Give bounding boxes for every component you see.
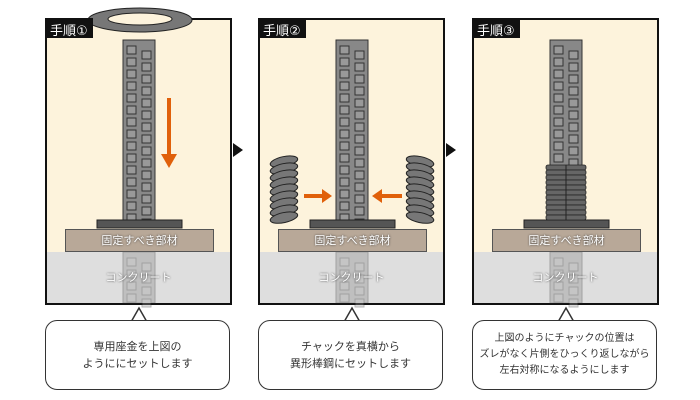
step-panel-1: 手順① コンクリート 固定すべき部材 <box>45 7 232 308</box>
instruction-bubble: チャックを真横から異形棒鋼にセットします <box>258 320 443 390</box>
right-arrow-icon <box>304 189 332 203</box>
washer <box>87 7 193 33</box>
note-line: 異形棒鋼にセットします <box>290 357 411 370</box>
rebar <box>122 251 156 308</box>
step-label: 手順① <box>45 18 93 39</box>
rebar <box>122 39 156 229</box>
diagram <box>269 39 435 308</box>
note-line: 上図のようにチャックの位置は <box>494 333 635 344</box>
chuck <box>269 155 299 224</box>
step-panel-3: 手順③ コンクリート 固定すべき部材 <box>472 18 659 308</box>
concrete-label: コンクリート <box>105 271 172 284</box>
step-label: 手順② <box>258 18 306 39</box>
rebar <box>335 39 369 229</box>
note-line: 専用座金を上図の <box>93 340 182 353</box>
member-label: 固定すべき部材 <box>65 229 214 252</box>
next-step-arrow-icon <box>233 143 243 157</box>
diagram <box>87 7 193 308</box>
step-panel-2: 手順② コンクリート 固定すべき部材 <box>258 18 445 308</box>
rebar <box>549 251 583 308</box>
concrete-layer: コンクリート <box>474 252 657 303</box>
concrete-label: コンクリート <box>318 271 385 284</box>
next-step-arrow-icon <box>446 143 456 157</box>
left-arrow-icon <box>372 189 402 203</box>
note-line: ようににセットします <box>82 357 193 370</box>
member-label: 固定すべき部材 <box>278 229 427 252</box>
base-plate <box>523 219 610 229</box>
note-line: 左右対称になるようにします <box>499 365 630 376</box>
concrete-label: コンクリート <box>532 271 599 284</box>
rebar <box>335 251 369 308</box>
base-plate <box>309 219 396 229</box>
step-label: 手順③ <box>472 18 520 39</box>
base-plate <box>96 219 183 229</box>
note-line: ズレがなく片側をひっくり返しながら <box>479 349 650 360</box>
diagram <box>523 39 610 308</box>
member-label: 固定すべき部材 <box>492 229 641 252</box>
down-arrow-icon <box>161 98 177 168</box>
chuck <box>405 155 435 224</box>
concrete-layer: コンクリート <box>47 252 230 303</box>
concrete-layer: コンクリート <box>260 252 443 303</box>
instruction-bubble: 専用座金を上図のようににセットします <box>45 320 230 390</box>
note-line: チャックを真横から <box>301 340 400 353</box>
chuck-installed <box>545 164 587 221</box>
instruction-bubble: 上図のようにチャックの位置はズレがなく片側をひっくり返しながら左右対称になるよう… <box>472 320 657 390</box>
